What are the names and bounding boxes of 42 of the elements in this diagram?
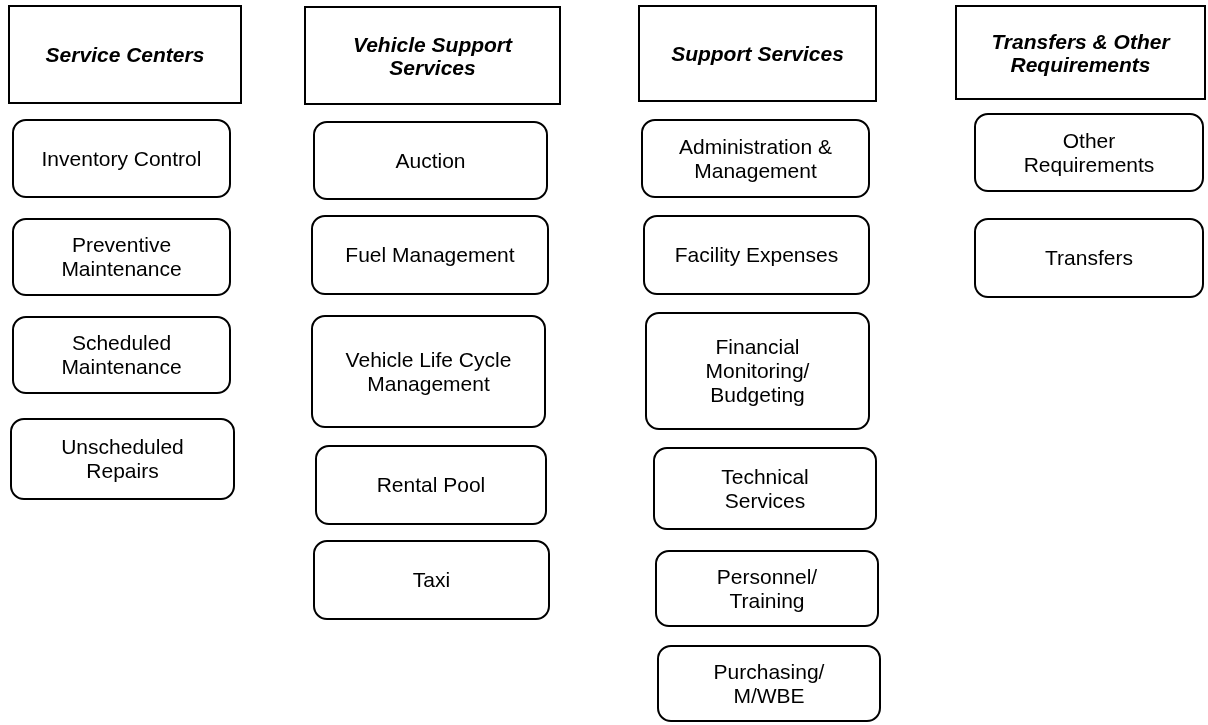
service-box (311, 315, 546, 428)
category-title: Service Centers (45, 43, 205, 66)
service-label: Taxi (412, 568, 451, 592)
service-box (641, 119, 870, 198)
service-label: Facility Expenses (674, 243, 839, 267)
service-label: Transfers (1045, 246, 1133, 270)
service-box (12, 218, 231, 296)
service-label: Unscheduled Repairs (60, 435, 185, 483)
category-title: Transfers & Other Requirements (990, 29, 1172, 76)
category-title: Vehicle Support Services (351, 32, 514, 79)
service-label: Personnel/ Training (715, 564, 819, 613)
service-box (974, 113, 1204, 192)
category-title: Support Services (671, 42, 844, 65)
service-label: Administration & Management (678, 134, 833, 183)
category-header-box (8, 5, 242, 104)
service-label: Preventive Maintenance (60, 233, 183, 281)
service-box (10, 418, 235, 500)
service-box (12, 119, 231, 198)
service-box (311, 215, 549, 295)
service-label: Other Requirements (1022, 128, 1156, 177)
service-box (655, 550, 879, 627)
service-box (653, 447, 877, 530)
service-box (313, 121, 548, 200)
service-box (645, 312, 870, 430)
service-label: Inventory Control (41, 146, 202, 171)
service-label: Scheduled Maintenance (60, 331, 183, 379)
category-header-box (638, 5, 877, 102)
service-label: Financial Monitoring/ Budgeting (704, 335, 811, 407)
category-header-box (304, 6, 561, 105)
service-label: Purchasing/ M/WBE (712, 659, 826, 708)
service-label: Rental Pool (376, 473, 486, 497)
service-box (657, 645, 881, 722)
service-box (313, 540, 550, 620)
service-label: Auction (395, 148, 466, 173)
service-label: Vehicle Life Cycle Management (344, 347, 513, 396)
service-label: Fuel Management (345, 243, 515, 267)
service-box (974, 218, 1204, 298)
service-label: Technical Services (720, 464, 810, 513)
service-box (315, 445, 547, 525)
category-header-box (955, 5, 1206, 100)
service-box (643, 215, 870, 295)
service-box (12, 316, 231, 394)
